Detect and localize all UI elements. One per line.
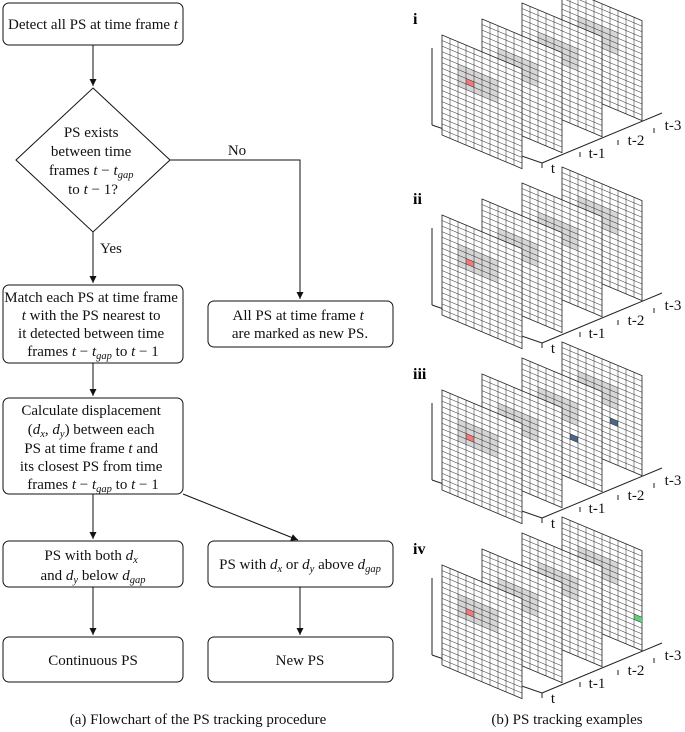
time-label: t-3	[665, 118, 682, 134]
time-label: t-2	[628, 313, 645, 329]
tracking-examples: i t t-1 t-2 t-3 ii t t-1 t-2 t-3 iii t t-1 t-2 t-3 iv t t…	[413, 0, 681, 707]
panel-i: i t t-1 t-2 t-3	[413, 0, 681, 177]
decision-diamond	[15, 87, 171, 233]
new-ps-box	[207, 636, 394, 683]
match-text: Match each PS at time frame t with the P…	[4, 290, 181, 362]
ps-cell-green	[634, 613, 642, 623]
grid-plate-t	[441, 34, 523, 170]
grid-plate-t	[441, 214, 523, 350]
time-label: t	[551, 341, 556, 357]
panel-label: iv	[413, 541, 425, 558]
flowchart: Detect all PS at time frame t PS exists …	[2, 2, 394, 683]
time-label: t-2	[628, 663, 645, 679]
time-axis	[541, 642, 663, 694]
panel-label: i	[413, 11, 418, 28]
time-label: t-1	[589, 146, 606, 162]
both-text: PS with both dx and dy below dgap	[40, 548, 145, 586]
time-axis	[541, 112, 663, 164]
continuous-text: Continuous PS	[48, 653, 138, 669]
caption-b: (b) PS tracking examples	[491, 712, 642, 728]
time-label: t-3	[665, 473, 682, 489]
time-label: t	[551, 691, 556, 707]
panel-ii: ii t t-1 t-2 t-3	[413, 166, 682, 357]
time-label: t	[551, 161, 556, 177]
time-label: t-2	[628, 488, 645, 504]
time-label: t-1	[589, 326, 606, 342]
arrow-calc-either	[182, 493, 299, 541]
no-label: No	[228, 143, 246, 159]
detect-text: Detect all PS at time frame t	[8, 17, 179, 33]
time-label: t-3	[665, 648, 682, 664]
ps-cell-red	[466, 78, 474, 88]
continuous-box	[2, 636, 184, 683]
all-new-text: All PS at time frame t are marked as new…	[232, 308, 368, 342]
time-label: t-1	[589, 676, 606, 692]
panel-iii: iii t t-1 t-2 t-3	[413, 341, 682, 532]
either-text: PS with dx or dy above dgap	[219, 557, 381, 575]
time-axis	[541, 292, 663, 344]
time-label: t-1	[589, 501, 606, 517]
ps-cell-red	[466, 433, 474, 443]
calc-text: Calculate displacement (dx, dy) between …	[20, 403, 166, 495]
time-label: t-3	[665, 298, 682, 314]
grid-plate-t	[441, 564, 523, 700]
ps-cell-red	[466, 258, 474, 268]
ps-cell-blue	[610, 417, 618, 427]
panel-label: ii	[413, 191, 422, 208]
time-label: t	[551, 516, 556, 532]
all-new-box	[207, 300, 394, 348]
panel-iv: iv t t-1 t-2 t-3	[413, 516, 682, 707]
panel-label: iii	[413, 366, 427, 383]
time-axis	[541, 467, 663, 519]
new-ps-text: New PS	[276, 653, 325, 669]
ps-cell-red	[466, 608, 474, 618]
time-label: t-2	[628, 133, 645, 149]
decision-text: PS exists between time frames t − tgap t…	[49, 125, 137, 198]
ps-cell-blue	[570, 433, 578, 443]
yes-label: Yes	[100, 241, 122, 257]
arrow-no	[170, 159, 304, 299]
caption-a: (a) Flowchart of the PS tracking procedu…	[70, 712, 327, 728]
grid-plate-t	[441, 389, 523, 525]
